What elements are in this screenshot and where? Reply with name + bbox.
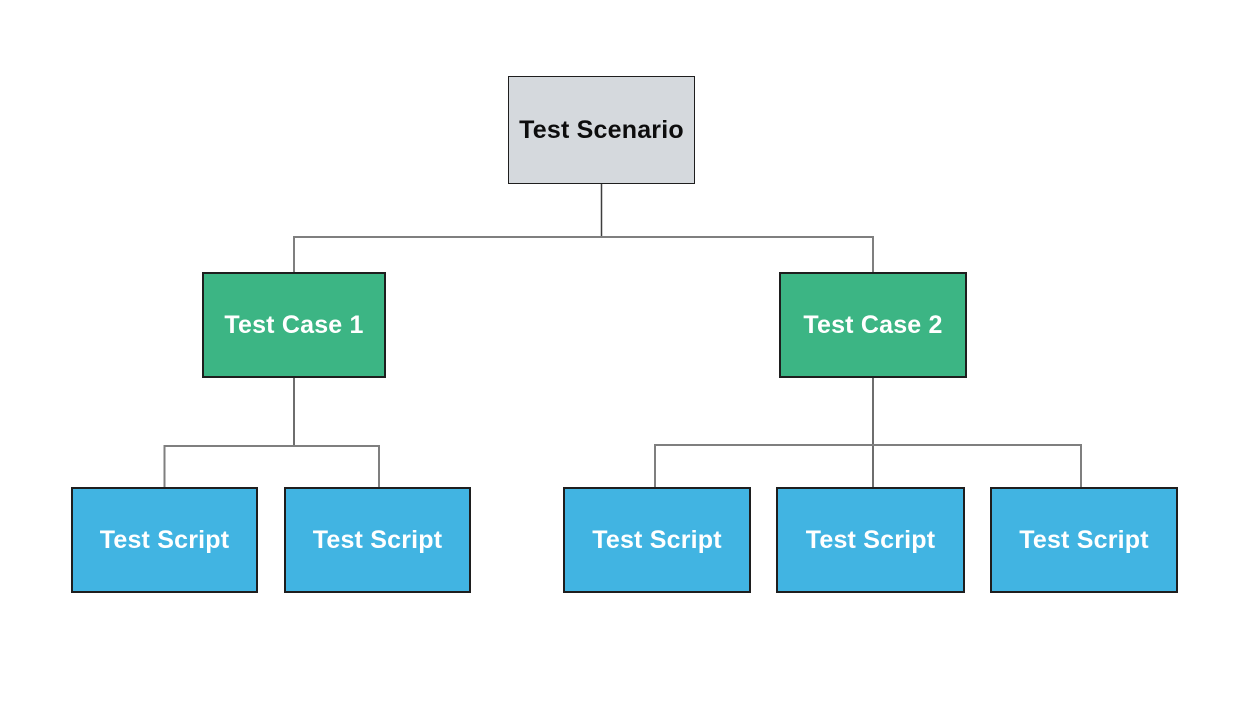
node-test-scenario-label: Test Scenario xyxy=(519,116,684,144)
node-test-script-3-label: Test Script xyxy=(592,526,722,554)
node-test-script-1-label: Test Script xyxy=(99,526,230,554)
node-test-script-2: Test Script xyxy=(284,487,471,593)
node-test-script-1: Test Script xyxy=(71,487,258,593)
node-test-script-4: Test Script xyxy=(776,487,965,593)
node-test-case-2-label: Test Case 2 xyxy=(803,311,943,339)
node-test-script-2-label: Test Script xyxy=(312,526,443,554)
node-test-scenario: Test Scenario xyxy=(508,76,695,184)
node-test-script-5: Test Script xyxy=(990,487,1178,593)
node-test-script-4-label: Test Script xyxy=(805,526,936,554)
connector-case2-bus xyxy=(654,444,1082,487)
node-test-case-1: Test Case 1 xyxy=(202,272,386,378)
connector-level1-bus xyxy=(293,236,874,272)
node-test-script-3: Test Script xyxy=(563,487,751,593)
connector-case1-bus xyxy=(163,445,380,487)
node-test-script-5-label: Test Script xyxy=(1019,526,1149,554)
node-test-case-1-label: Test Case 1 xyxy=(224,311,364,339)
node-test-case-2: Test Case 2 xyxy=(779,272,967,378)
